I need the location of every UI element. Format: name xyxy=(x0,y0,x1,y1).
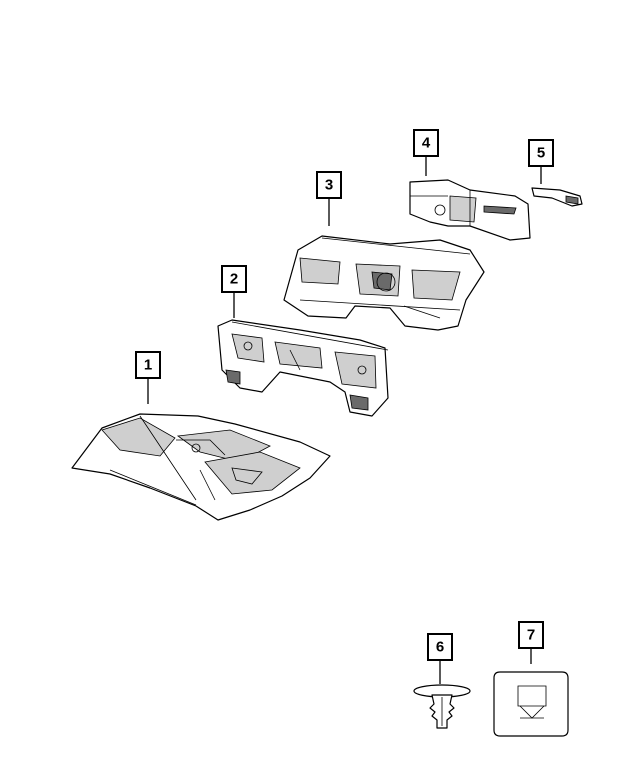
callout-label: 6 xyxy=(436,639,444,656)
callout-label: 3 xyxy=(325,177,333,194)
callout-label: 7 xyxy=(527,627,535,644)
callout-3: 3 xyxy=(316,171,342,199)
part-5-bracket xyxy=(531,187,583,207)
callout-6: 6 xyxy=(427,633,453,661)
callout-2: 2 xyxy=(221,265,247,293)
callout-4: 4 xyxy=(413,129,439,157)
callout-7: 7 xyxy=(518,621,544,649)
part-6-push-pin xyxy=(413,684,471,729)
callout-1: 1 xyxy=(135,351,161,379)
callout-label: 4 xyxy=(422,135,431,152)
callout-label: 5 xyxy=(537,145,545,162)
callout-label: 2 xyxy=(230,271,238,288)
part-7-square-pad xyxy=(493,671,569,737)
callout-5: 5 xyxy=(528,139,554,167)
part-4-insulator-section xyxy=(409,179,531,241)
part-1-silencer-pad xyxy=(71,413,331,521)
part-2-dash-silencer xyxy=(217,319,389,417)
part-3-dash-insulator xyxy=(283,235,485,331)
callout-label: 1 xyxy=(144,357,152,374)
